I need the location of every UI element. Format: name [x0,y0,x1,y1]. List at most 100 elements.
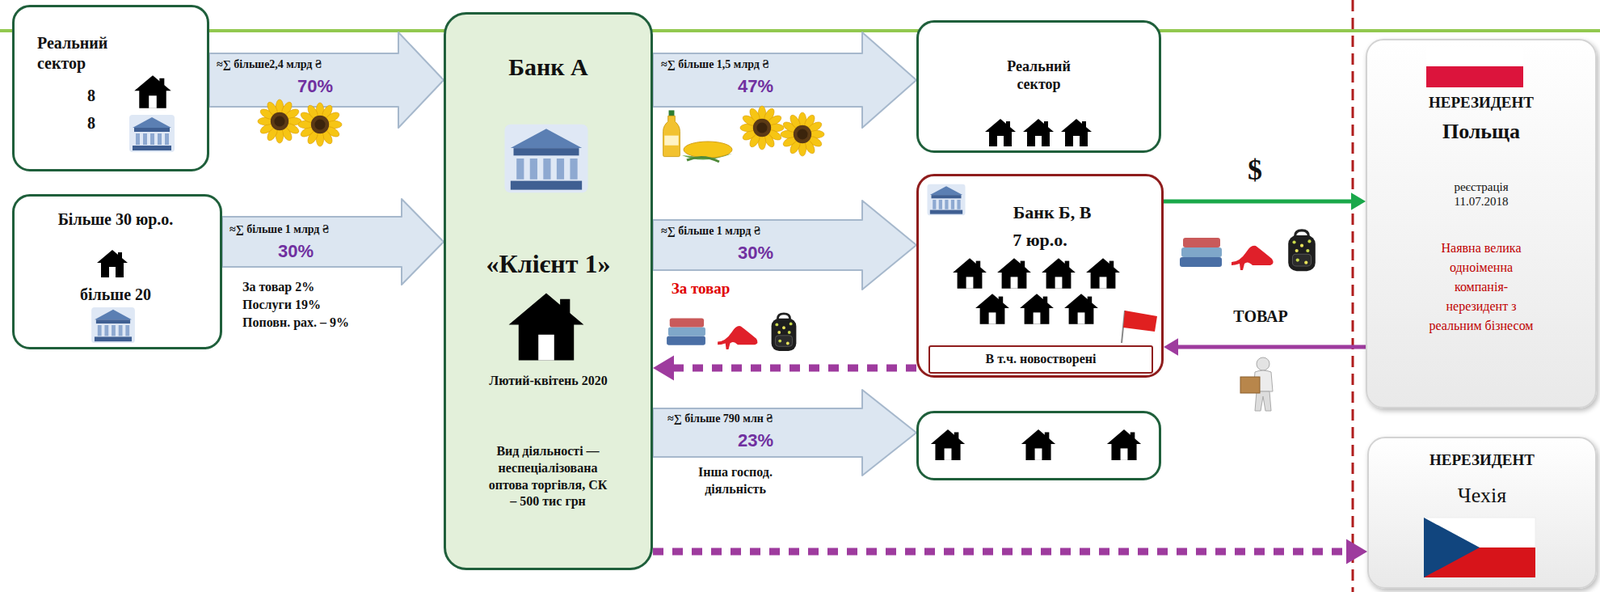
flow-label: ≈∑ більше2,4 млрд ₴ [216,58,379,72]
text-slot: 47% [715,75,796,97]
note-label: Послуги 19% [242,297,421,312]
connector-arrow [652,354,917,380]
arrow-head [652,354,674,380]
flow-arrow [652,32,917,128]
header-rule [0,29,1600,33]
flow-arrow [652,389,917,476]
flow-arrow [209,32,444,128]
note-label: За товар 2% [242,279,421,295]
edge-group [209,32,1368,565]
box-text: Наявна велика одноіменна компанія-нерези… [1426,238,1537,336]
text-slot: ≈∑ більше 790 млн ₴ [667,412,846,426]
box-text: 8 [79,113,104,133]
text-slot: реєстрація 11.07.2018 [1432,179,1530,209]
block-arrow [222,198,444,285]
text-slot: Польща [1375,119,1588,144]
connector-line [1174,345,1366,350]
sunflower-picture [257,99,302,144]
flow-label: ≈∑ більше 1,5 млрд ₴ [661,58,839,72]
flow-arrow [652,200,917,290]
arrow-head [1351,192,1366,211]
text-slot: «Клієнт 1» [454,248,643,279]
text-slot: Лютий-квітень 2020 [486,372,611,389]
box-text: Банк А [454,53,643,82]
text-slot: Поповн. рах. – 9% [242,315,421,330]
box-text: 7 юр.о. [975,229,1105,250]
note-label: 47% [715,75,796,97]
text-slot: ТОВАР [1216,307,1306,326]
company-box [916,410,1162,480]
arrow-head [1163,337,1179,356]
text-slot: За товар [656,279,746,298]
note-label: 23% [715,429,796,451]
text-slot: Банк А [454,53,643,82]
fabric-picture [1179,237,1222,267]
backpack-picture [771,313,797,351]
note-label: Поповн. рах. – 9% [242,315,421,330]
flow-label: ТОВАР [1216,307,1306,326]
flow-label: ≈∑ більше 1 млрд ₴ [661,224,839,238]
connector-arrow [1163,337,1366,356]
text-slot: НЕРЕЗИДЕНТ [1375,93,1588,112]
box-text: «Клієнт 1» [454,248,643,279]
text-slot: 30% [255,240,337,262]
box-text: Польща [1375,119,1588,144]
text-slot: 8 [79,113,104,133]
text-slot: За товар 2% [242,279,421,295]
nonresident-box: НЕРЕЗИДЕНТ Польща реєстрація 11.07.2018Ная… [1365,38,1597,409]
sunflower-picture [298,102,342,147]
text-slot: Вид діяльності — неспеціалізована оптова… [487,442,609,510]
connector-arrow [652,538,1368,564]
nonresident-box: НЕРЕЗИДЕНТ Чехія [1367,436,1597,589]
text-slot: 23% [715,429,796,451]
box-text: Більше 30 юр.о. [54,209,177,229]
text-slot: Інша господ. діяльність [674,463,796,498]
connector-line [652,547,1351,556]
text-slot: Послуги 19% [242,297,421,312]
note-label: За товар [656,279,746,298]
text-slot: $ [1228,153,1282,187]
box-text: Вид діяльності — неспеціалізована оптова… [487,442,609,510]
arrow-head [1346,538,1368,564]
box-text: реєстрація 11.07.2018 [1432,179,1530,209]
text-slot: Банк Б, В [975,202,1129,223]
box-text: Реальний сектор [37,33,147,74]
porter-picture [1240,357,1273,411]
block-arrow [652,389,917,476]
box-text: 8 [79,86,104,106]
text-slot: ≈∑ більше 1 млрд ₴ [229,223,392,236]
note-label: 30% [715,242,796,263]
text-slot: 70% [274,75,356,97]
bank-group-box: Банк Б, В7 юр.о.В т.ч. новостворені [916,173,1164,378]
text-slot: 8 [79,86,104,106]
text-slot: Реальний сектор [37,33,147,74]
sunflower-picture [740,105,784,150]
text-slot: ≈∑ більше 1 млрд ₴ [661,224,839,238]
shoe-picture [1231,245,1274,270]
sunflower-picture [780,112,825,156]
text-slot: Наявна велика одноіменна компанія-нерези… [1426,238,1537,336]
flow-label: ≈∑ більше 1 млрд ₴ [229,223,392,236]
fabric-picture [666,318,706,346]
box-text: НЕРЕЗИДЕНТ [1376,450,1588,469]
border-line [1351,0,1355,592]
source-box: Більше 30 юр.о. більше 20 [12,193,223,350]
connector-line [1163,199,1355,204]
text-slot: більше 20 [54,285,177,304]
box-text: Банк Б, В [975,202,1129,223]
shoe-picture [717,325,758,350]
text-slot: 30% [715,242,796,263]
note-label: 70% [274,75,356,97]
box-text: НЕРЕЗИДЕНТ [1375,93,1588,112]
oil-picture [663,109,681,156]
text-slot: НЕРЕЗИДЕНТ [1376,450,1588,469]
text-slot: 7 юр.о. [975,229,1105,250]
text-slot: Реальний сектор [988,58,1090,93]
backpack-picture [1288,230,1316,271]
box-text: Чехія [1376,483,1588,508]
flow-label: ≈∑ більше 790 млн ₴ [667,412,846,426]
text-slot: ≈∑ більше2,4 млрд ₴ [216,58,379,72]
connector-arrow [1163,192,1366,211]
